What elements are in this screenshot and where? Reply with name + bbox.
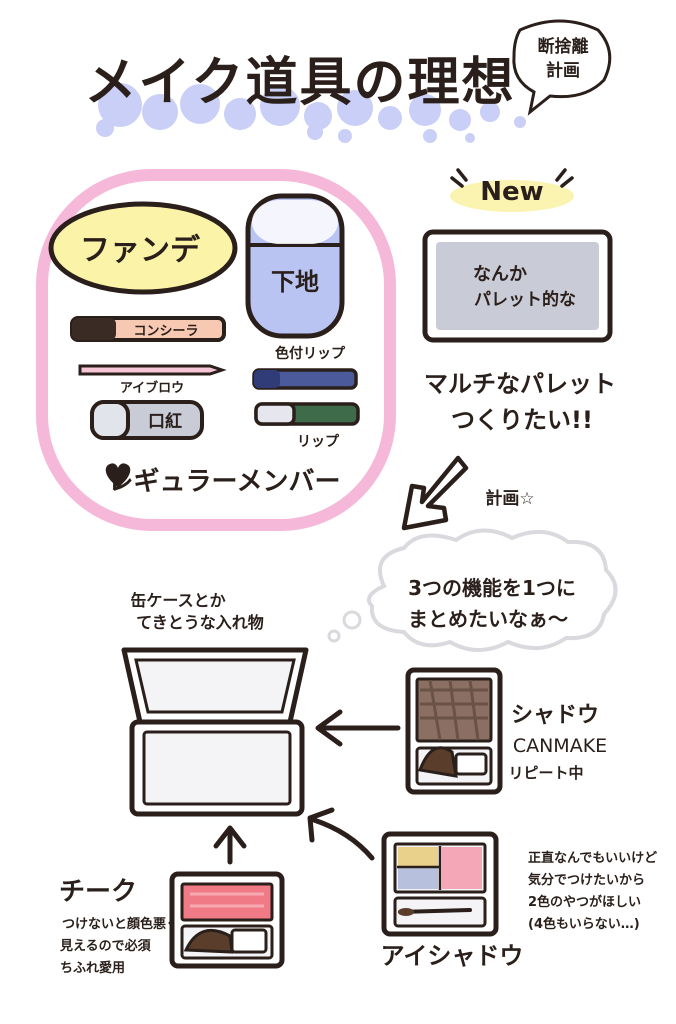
shadow-brand: CANMAKE (513, 735, 607, 757)
new-badge-label: New (480, 177, 543, 207)
cheek-note-line2: 見えるので必須 (59, 938, 152, 954)
lip-balm-label: リップ (297, 434, 340, 450)
bubble-text-line1: 断捨離 (538, 36, 589, 57)
cheek-note-line1: つけないと顔色悪く (62, 916, 179, 932)
eyeshadow-title: アイシャドウ (381, 942, 524, 970)
base-label: 下地 (271, 268, 319, 296)
tin-case-group: 缶ケースとか てきとうな入れ物 (121, 591, 309, 817)
regular-members-label: レギュラーメンバー (108, 467, 341, 497)
cheek-compact (169, 871, 285, 969)
arrow-left-icon (315, 709, 401, 747)
cheek-note-line3: ちふれ愛用 (60, 960, 125, 976)
foundation-label: ファンデ (80, 233, 201, 268)
plan-speech-bubble: 断捨離 計画 (512, 19, 612, 116)
base-bottle: 下地 (245, 193, 345, 339)
multi-palette: なんか パレット的な (422, 229, 613, 343)
shadow-group: シャドウ CANMAKE リピート中 (405, 667, 607, 795)
multi-palette-caption-line2: つくりたい!! (451, 406, 593, 434)
palette-text-line2: パレット的な (474, 289, 576, 310)
palette-text-line1: なんか (473, 264, 527, 285)
shadow-title: シャドウ (511, 703, 599, 728)
eyeshadow-note-line3: 2色のやつがほしい (528, 894, 641, 910)
tinted-lip: 色付リップ (252, 345, 358, 390)
flow-arrows (213, 709, 401, 865)
concealer-label: コンシーラ (133, 324, 198, 339)
arrow-up-icon (213, 825, 247, 865)
thought-text-line2: まとめたいなぁ～ (408, 607, 568, 631)
plan-label: 計画☆ (485, 488, 534, 509)
shadow-note: リピート中 (508, 764, 583, 782)
lip-balm: リップ (254, 402, 360, 450)
lipstick: 口紅 (90, 400, 204, 440)
plan-arrow-icon (401, 455, 469, 531)
shadow-compact (405, 667, 503, 795)
thought-cloud: 3つの機能を1つに まとめたいなぁ～ (327, 528, 618, 652)
tin-case-note-line1: 缶ケースとか (130, 591, 225, 610)
arrow-upleft-icon (307, 807, 375, 861)
regular-members-frame (36, 169, 396, 531)
new-badge: New (450, 168, 574, 212)
tin-case-note-line2: てきとうな入れ物 (136, 613, 264, 632)
eyeshadow-note-line2: 気分でつけたいから (528, 872, 645, 888)
cheek-group: チーク つけないと顔色悪く 見えるので必須 ちふれ愛用 (59, 871, 285, 976)
eyebrow-label: アイブロウ (120, 380, 184, 396)
cheek-title: チーク (59, 877, 137, 907)
new-palette-group: New なんか パレット的な マルチなパレット つくりたい!! (422, 168, 616, 434)
tinted-lip-label: 色付リップ (275, 345, 346, 362)
tin-case (121, 647, 309, 817)
page-title: メイク道具の理想 (85, 53, 516, 113)
title-bubbles-decoration (96, 83, 526, 143)
multi-palette-caption-line1: マルチなパレット (424, 370, 616, 398)
regular-members-group: ファンデ 下地 コンシーラ 色付リップ アイブロウ (36, 169, 396, 531)
concealer-stick: コンシーラ (70, 316, 226, 342)
bubble-text-line2: 計画 (546, 60, 580, 81)
heart-icon (105, 463, 131, 488)
lipstick-label: 口紅 (148, 411, 182, 432)
thought-text-line1: 3つの機能を1つに (408, 576, 576, 600)
eyeshadow-compact (381, 831, 499, 937)
foundation-compact: ファンデ (48, 201, 238, 295)
regular-members-caption: レギュラーメンバー (105, 463, 341, 497)
eyeshadow-group: アイシャドウ 正直なんでもいいけど 気分でつけたいから 2色のやつがほしい (4… (381, 831, 657, 970)
eyebrow-pencil: アイブロウ (78, 364, 227, 396)
plan-arrow-group: 計画☆ (401, 455, 535, 531)
eyeshadow-note-line4: (4色もいらない…) (528, 916, 640, 932)
title-area: メイク道具の理想 断捨離 計画 (85, 19, 612, 143)
eyeshadow-note-line1: 正直なんでもいいけど (528, 850, 657, 866)
